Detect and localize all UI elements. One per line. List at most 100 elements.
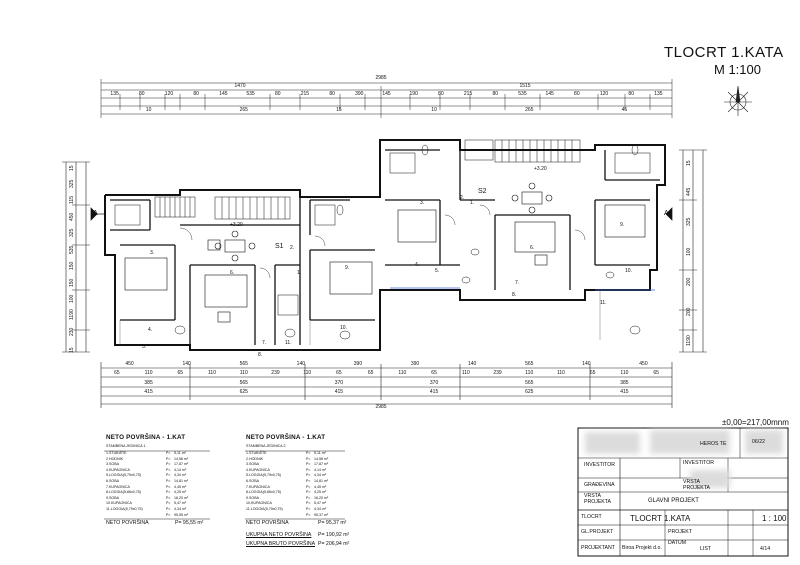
area-table-cell: 3.SOBA: [246, 462, 259, 467]
area-table-cell: 9.SOBA: [246, 495, 259, 500]
room-number: 11.: [285, 340, 292, 346]
unit-1-label: S1: [275, 243, 284, 250]
area-table-cell: P=: [306, 495, 311, 500]
dim-value: 450: [639, 361, 648, 367]
room-number: 3.: [150, 250, 155, 256]
area-table-2-total-value: P= 95,37 m²: [318, 520, 347, 526]
area-table-cell: P=: [166, 507, 171, 511]
dim-value: 200: [686, 307, 692, 316]
room-number: 5.: [435, 268, 440, 274]
dim-value: 80: [274, 91, 281, 97]
tb-gl-projekt: GL.PROJEKT: [581, 529, 614, 535]
dim-value: 190: [409, 91, 418, 97]
north-arrow-icon: [724, 85, 752, 116]
area-table-cell: P=: [166, 490, 171, 495]
area-table-1-title: NETO POVRŠINA - 1.KAT: [106, 434, 186, 441]
tb-vrsta-projekta-right: VRSTA PROJEKTA: [683, 479, 710, 491]
area-table-cell: 95,37 m²: [314, 512, 329, 517]
area-table-cell: 2.HODNIK: [246, 456, 263, 461]
tb-heros: HEROS TE: [700, 441, 727, 447]
room-number: 6.: [230, 270, 235, 276]
dim-value: 10: [431, 107, 437, 113]
room-number: 4.: [148, 327, 153, 333]
area-table-cell: 6.SOBA: [246, 479, 259, 483]
section-label-left: A: [93, 210, 98, 217]
tb-scale: 1 : 100: [762, 514, 787, 523]
dim-value: 265: [525, 107, 534, 113]
area-table-cell: 4,45 m²: [314, 484, 327, 489]
dim-value: 145: [382, 91, 391, 97]
dim-value: 565: [239, 380, 248, 386]
dim-value: 110: [620, 370, 629, 376]
dim-value: 65: [367, 370, 374, 376]
tb-investitor-right: INVESTITOR: [683, 460, 715, 466]
area-table-cell: 5,47 m²: [174, 501, 187, 506]
tb-datum-r: DATUM: [668, 540, 687, 546]
unit-2-label: S2: [478, 188, 487, 195]
area-table-cell: 8.LOGGIA(5,66x0,75): [106, 490, 141, 495]
area-table-cell: 4,34 m²: [174, 473, 187, 478]
dim-value: 150: [69, 278, 75, 287]
dim-value: 215: [300, 91, 310, 97]
area-table-cell: 11.LOGGIA(5,79x0,75): [246, 507, 283, 511]
area-table-2-title: NETO POVRŠINA - 1.KAT: [246, 434, 326, 441]
dim-value: 120: [599, 91, 609, 97]
tb-investitor-label: INVESTITOR: [584, 462, 616, 468]
area-table-cell: 5,47 m²: [314, 501, 327, 506]
area-table-cell: P=: [166, 451, 171, 455]
logo-blur-2: [650, 430, 730, 454]
area-table-cell: 16,20 m²: [174, 495, 189, 500]
area-table-cell: 6.SOBA: [106, 479, 119, 483]
area-table-cell: 11.LOGGIA(5,79x0,75): [106, 507, 143, 511]
area-table-1-total-label: NETO POVRŠINA: [106, 520, 149, 526]
area-table-cell: 5,11 m²: [174, 451, 186, 455]
dim-value: 140: [182, 361, 191, 367]
dim-value: 415: [334, 389, 344, 395]
dim-value: 10: [145, 107, 152, 113]
elevation-note: ±0,00=217,00mnm: [722, 418, 789, 427]
area-table-1-total-value: P= 95,55 m²: [175, 520, 204, 526]
dim-value: 110: [239, 370, 248, 376]
dim-value: 1190: [69, 308, 75, 320]
dim-top-left-half: 1470: [234, 83, 246, 89]
room-number: 11.: [600, 300, 607, 306]
dim-value: 535: [518, 91, 527, 97]
tb-projektant: PROJEKTANT: [581, 545, 615, 551]
dim-value: 65: [114, 370, 120, 376]
area-table-cell: 2.HODNIK: [106, 456, 123, 461]
area-table-cell: P=: [306, 501, 311, 506]
room-number: 1.: [297, 270, 302, 276]
area-table-cell: 3.SOBA: [106, 462, 119, 467]
dim-value: 80: [628, 91, 634, 97]
tb-company: Biroa Projekt d.o.: [622, 545, 662, 551]
area-table-cell: 1.STUBIŠTE: [246, 451, 267, 455]
dim-value: 385: [620, 380, 629, 386]
dim-value: 15: [69, 165, 75, 172]
room-number: 3.: [420, 200, 425, 206]
tb-sheet-number: 4/14: [760, 546, 771, 552]
area-table-cell: 4,25 m²: [314, 490, 327, 495]
dim-value: 565: [525, 380, 534, 386]
area-table-cell: 5.LOGGIA(5,79x0,75): [246, 473, 281, 478]
area-table-cell: 8.LOGGIA(5,66x0,75): [246, 490, 281, 495]
area-table-cell: 4,34 m²: [174, 507, 187, 511]
area-table-cell: P=: [306, 456, 311, 461]
dim-value: 145: [219, 91, 228, 97]
area-table-cell: P=: [166, 479, 171, 483]
area-table-cell: 4.KUPAONICA: [106, 467, 130, 472]
dim-value: 135: [654, 91, 663, 97]
room-number: 9.: [345, 265, 350, 271]
area-table-cell: P=: [306, 507, 311, 511]
area-table-cell: 14,56 m²: [174, 456, 189, 461]
dim-value: 135: [110, 91, 119, 97]
dim-value: 150: [69, 261, 75, 271]
dim-value: 80: [139, 91, 145, 97]
room-number: 9.: [620, 222, 625, 228]
dim-value: 110: [556, 370, 565, 376]
dim-bottom-total: 2985: [375, 404, 387, 410]
room-number: 7.: [515, 280, 520, 286]
dim-top-right-half: 1515: [519, 83, 531, 89]
logo-blur-1: [585, 432, 640, 454]
dim-value: 450: [69, 212, 75, 221]
dim-value: 80: [193, 91, 199, 97]
